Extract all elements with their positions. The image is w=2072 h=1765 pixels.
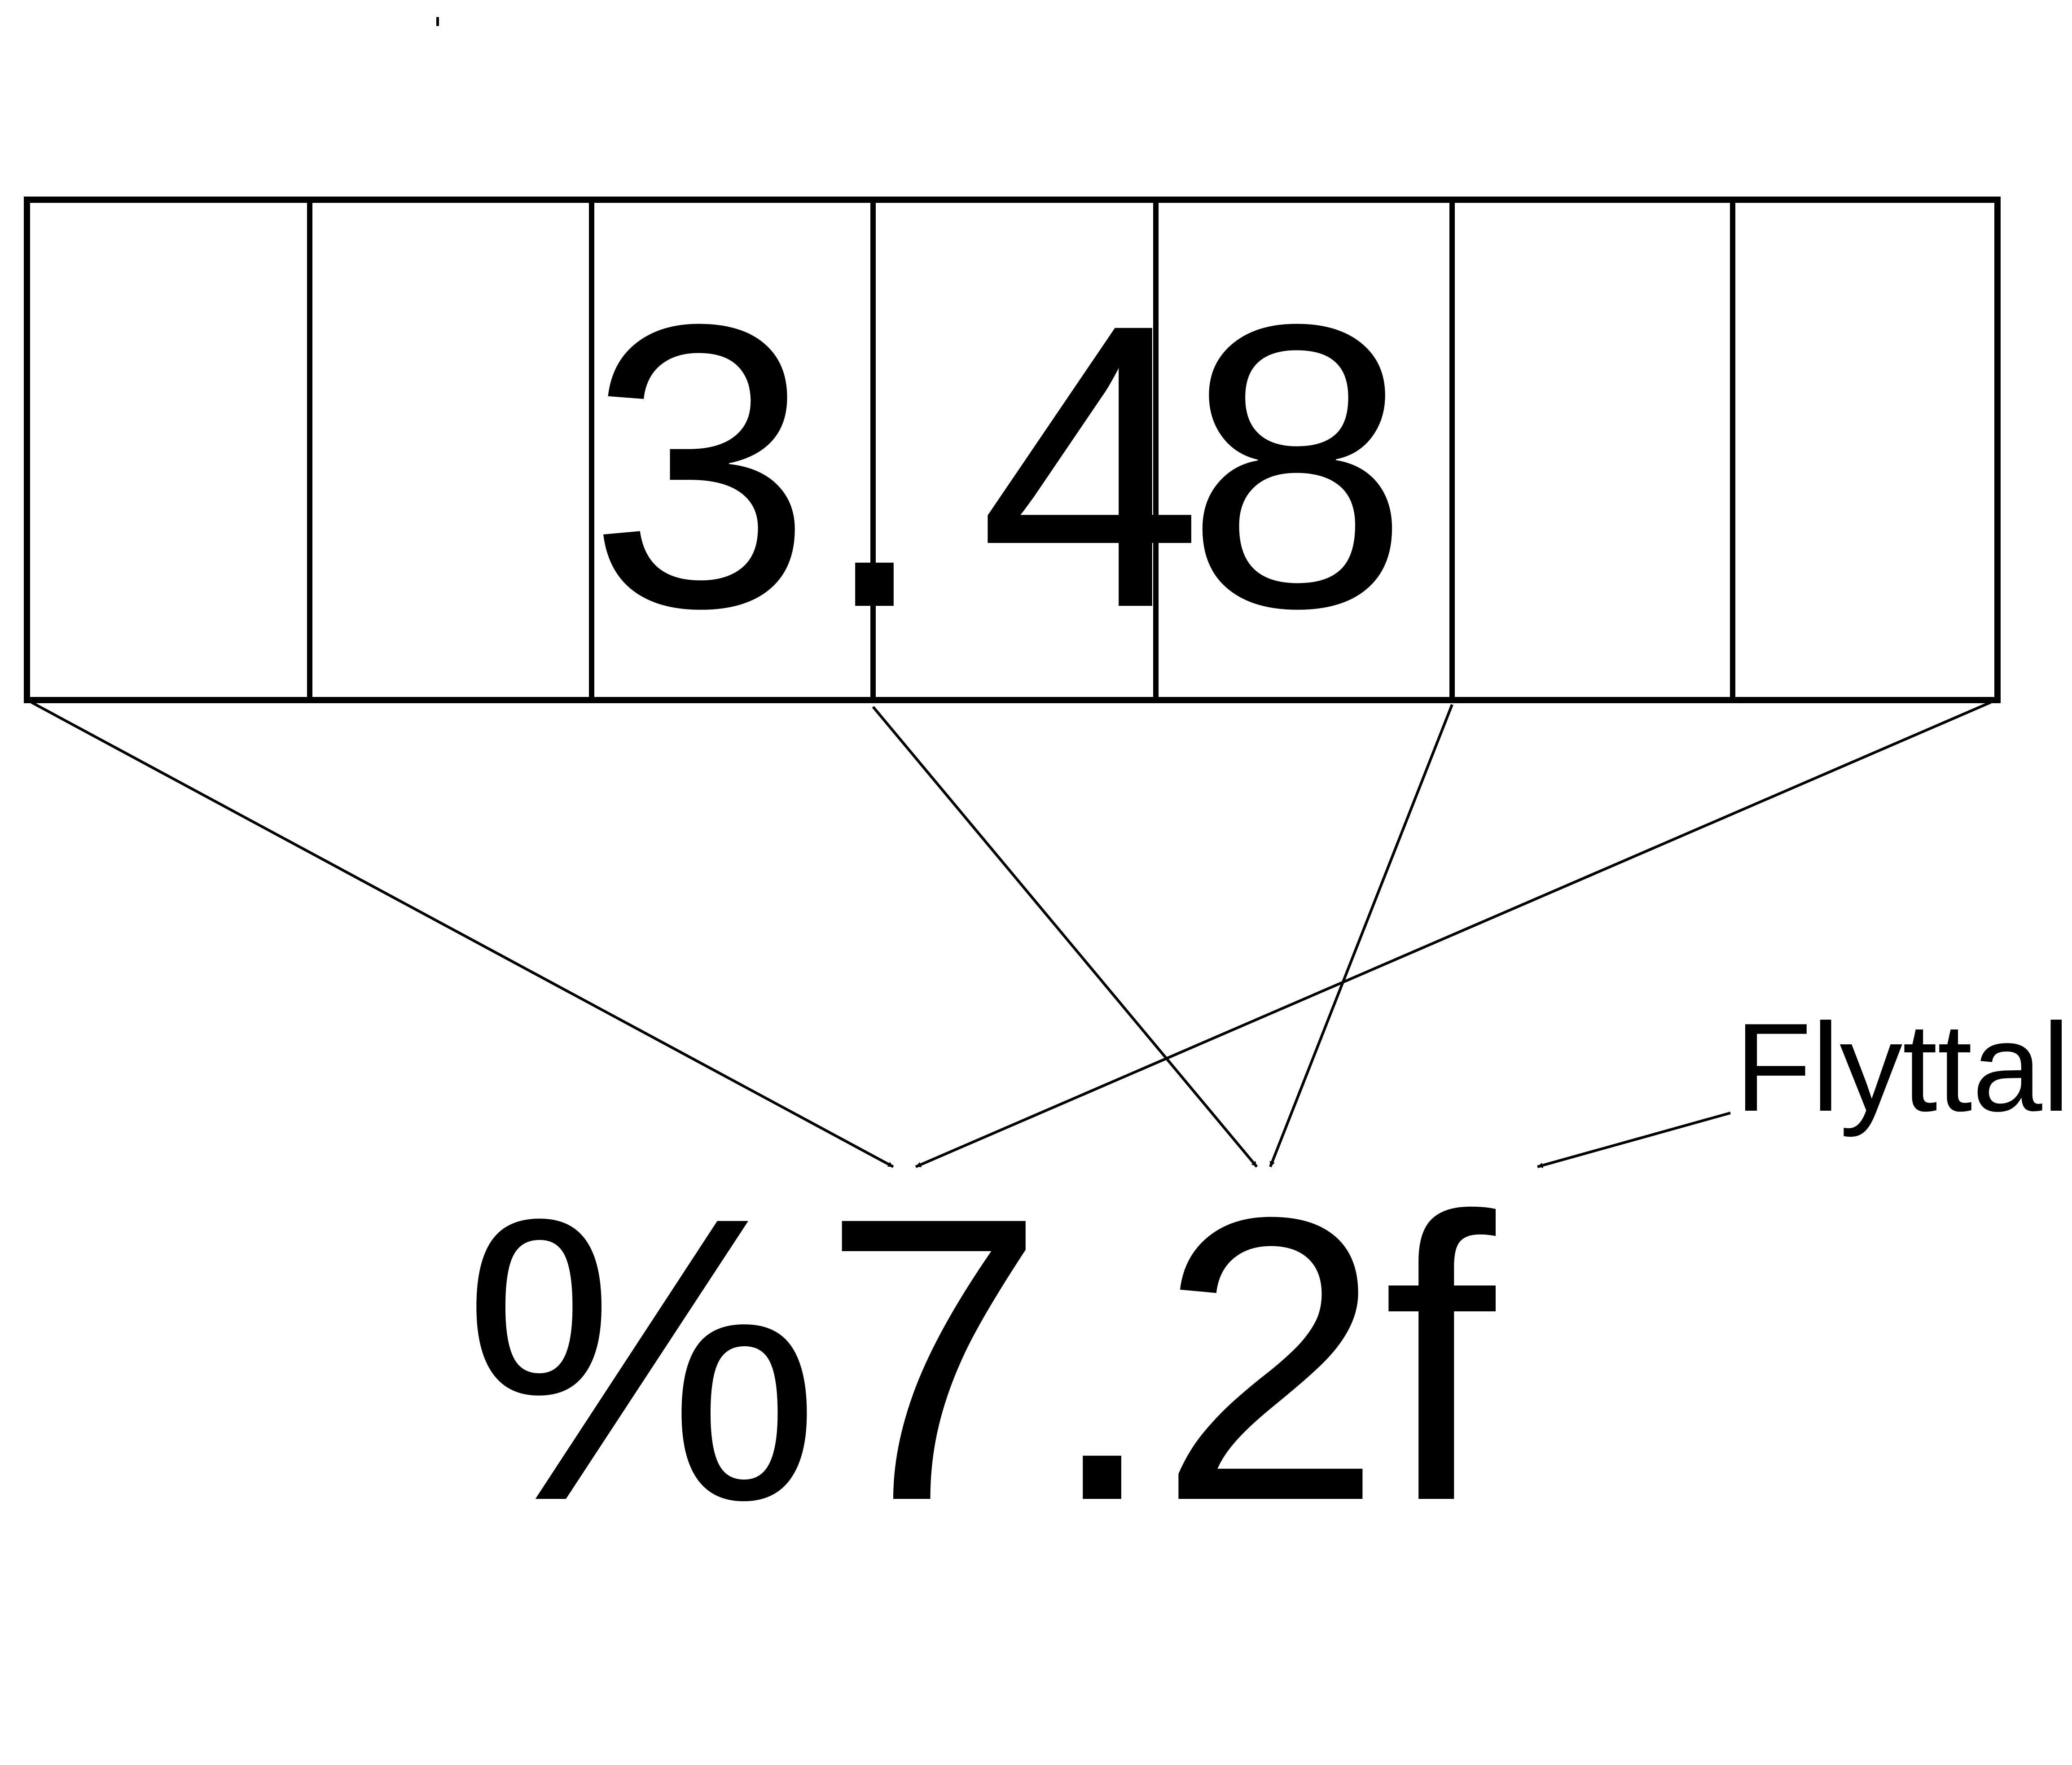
cell-3-digit: 3 <box>588 240 813 692</box>
width-arrow-left <box>31 701 894 1168</box>
character-field-box <box>24 197 2001 703</box>
type-label: Flyttall <box>1735 998 2072 1138</box>
field-outline <box>24 197 2001 703</box>
cell-6-digit: 8 <box>1185 240 1410 692</box>
type-arrow <box>1537 1112 1731 1168</box>
format-specifier: %7.2f <box>462 1133 1496 1585</box>
cell-4-decimal-point: . <box>818 240 931 692</box>
width-arrow-right <box>915 701 1992 1168</box>
cell-5-digit: 4 <box>979 240 1203 692</box>
precision-arrow-left <box>872 706 1258 1168</box>
precision-arrow-right <box>1269 704 1453 1168</box>
arrows <box>31 701 1992 1168</box>
